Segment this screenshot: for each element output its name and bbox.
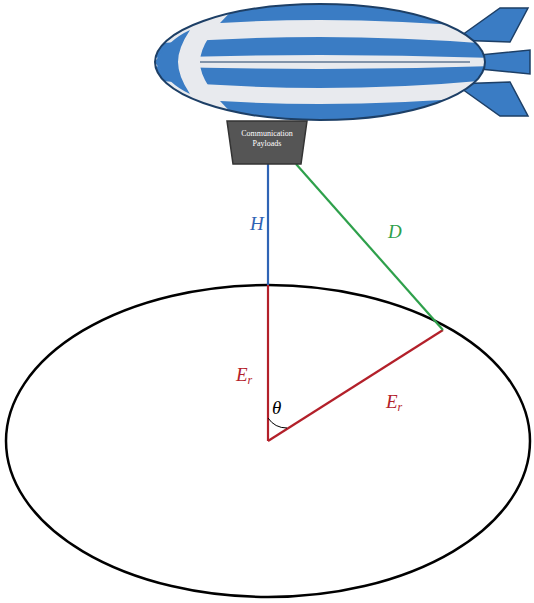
radius-label: Er	[386, 392, 402, 413]
distance-line	[296, 164, 443, 330]
hull-outline	[155, 4, 485, 120]
radius-line	[267, 285, 269, 441]
payload-gondola: Communication Payloads	[226, 120, 308, 165]
angle-label: θ	[272, 398, 281, 417]
payload-label: Communication Payloads	[234, 129, 300, 149]
earth-outline	[6, 285, 530, 597]
radius-line	[268, 330, 443, 441]
height-label: H	[250, 214, 264, 233]
hull-seam	[200, 61, 470, 62]
hull-stripes	[150, 8, 490, 116]
angle-arc	[268, 418, 287, 428]
radius-label: Er	[236, 365, 252, 386]
height-line	[267, 164, 269, 285]
distance-label: D	[388, 222, 402, 241]
